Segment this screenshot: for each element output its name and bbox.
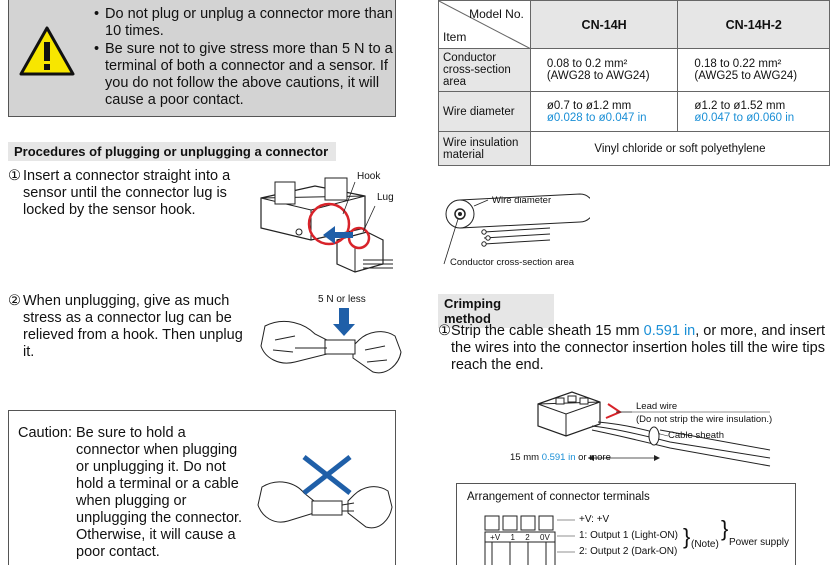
caution-label: Caution:	[18, 425, 73, 441]
length-suffix: or more	[575, 452, 611, 463]
crimp-step-1: ① Strip the cable sheath 15 mm 0.591 in,…	[438, 323, 828, 374]
value-cell: Vinyl chloride or soft polyethylene	[529, 131, 830, 166]
pin-label: 0V	[540, 533, 550, 542]
no-strip-note: (Do not strip the wire insulation.)	[636, 414, 773, 425]
pin-labels: +V 1 2 0V	[485, 533, 555, 542]
model-header: CN-14H-2	[677, 0, 830, 49]
caution-box: Caution: Be sure to hold a connector whe…	[8, 410, 396, 565]
terminal-row: 2: Output 2 (Dark-ON)	[579, 546, 678, 557]
wire-diameter-label: Wire diameter	[492, 195, 552, 206]
strip-length-label: 15 mm 0.591 in or more	[510, 452, 611, 463]
hook-label: Hook	[357, 171, 381, 182]
connector-terminal-drawing	[484, 515, 556, 565]
item-cell: Conductor cross-section area	[438, 48, 531, 92]
step-number: ①	[438, 323, 451, 339]
table-corner-cell: Model No. Item	[438, 0, 531, 49]
step-text: Insert a connector straight into a senso…	[23, 168, 231, 218]
step-number: ①	[8, 168, 21, 184]
model-header: CN-14H	[529, 0, 679, 49]
value-sub: (AWG28 to AWG24)	[546, 70, 650, 82]
length-mm: 15 mm	[510, 452, 542, 463]
item-cell: Wire diameter	[438, 91, 531, 132]
value-sub-inch: ø0.028 to ø0.047 in	[546, 111, 647, 124]
value-cell: ø1.2 to ø1.52 mm ø0.047 to ø0.060 in	[677, 91, 830, 132]
diagonal-divider	[439, 1, 531, 49]
caution-text: Be sure to hold a connector when pluggin…	[76, 425, 243, 560]
value-main: 0.18 to 0.22 mm²	[694, 58, 782, 70]
value-cell: ø0.7 to ø1.2 mm ø0.028 to ø0.047 in	[529, 91, 679, 132]
force-label: 5 N or less	[318, 294, 366, 305]
step-text-part: , or more, and insert the wires into the…	[451, 323, 825, 373]
value-cell: 0.18 to 0.22 mm² (AWG25 to AWG24)	[677, 48, 830, 92]
plug-step-1: ① Insert a connector straight into a sen…	[8, 168, 248, 219]
table-row: Wire diameter ø0.7 to ø1.2 mm ø0.028 to …	[438, 91, 830, 132]
power-supply-label: Power supply	[729, 537, 790, 548]
terminal-row: 1: Output 1 (Light-ON)	[579, 530, 678, 541]
unplug-hands-illustration	[260, 308, 402, 374]
crimping-illustration	[537, 391, 771, 467]
lug-label: Lug	[377, 192, 394, 203]
bracket: }	[683, 524, 691, 549]
corner-model-label: Model No.	[469, 7, 524, 21]
spec-table: Model No. Item CN-14H CN-14H-2 Conductor…	[438, 0, 830, 166]
terminal-row: +V: +V	[579, 514, 610, 525]
corner-item-label: Item	[443, 30, 467, 44]
length-inch: 0.591 in	[541, 452, 576, 463]
terminal-arrangement-box: Arrangement of connector terminals +V 1 …	[456, 483, 796, 565]
value-sub-inch: ø0.047 to ø0.060 in	[694, 111, 795, 124]
warning-list: Do not plug or unplug a connector more t…	[94, 6, 404, 110]
arrangement-title: Arrangement of connector terminals	[467, 491, 650, 503]
warning-triangle-icon	[19, 26, 75, 76]
item-cell: Wire insulation material	[438, 131, 531, 166]
value-sub: (AWG25 to AWG24)	[694, 70, 798, 82]
value-main: ø1.2 to ø1.52 mm	[694, 99, 786, 112]
unplug-step-2: ② When unplugging, give as much stress a…	[8, 293, 248, 361]
note-label: (Note)	[691, 539, 719, 550]
value-main: ø0.7 to ø1.2 mm	[546, 99, 632, 112]
lead-wire-label: Lead wire	[636, 401, 678, 412]
step-text: Strip the cable sheath 15 mm 0.591 in, o…	[438, 323, 828, 374]
step-number: ②	[8, 293, 21, 309]
step-text-part: Strip the cable sheath 15 mm	[451, 323, 644, 339]
step-inch-value: 0.591 in	[643, 323, 696, 339]
crimping-heading: Crimping method	[438, 294, 554, 328]
cable-sheath-label: Cable sheath	[668, 430, 724, 441]
wrong-handling-illustration	[257, 455, 393, 529]
cross-section-label: Conductor cross-section area	[450, 257, 575, 268]
table-row: Wire insulation material Vinyl chloride …	[438, 131, 830, 166]
pin-label: 1	[510, 533, 515, 542]
procedures-heading: Procedures of plugging or unplugging a c…	[8, 142, 336, 161]
cable-cross-section-diagram	[443, 193, 590, 265]
pin-label: 2	[525, 533, 530, 542]
value-main: 0.08 to 0.2 mm²	[546, 58, 628, 70]
value-cell: 0.08 to 0.2 mm² (AWG28 to AWG24)	[529, 48, 679, 92]
step-text: When unplugging, give as much stress as …	[23, 293, 243, 360]
warning-box: Do not plug or unplug a connector more t…	[8, 0, 396, 117]
bracket: }	[721, 516, 729, 541]
warning-item: Do not plug or unplug a connector more t…	[94, 6, 404, 40]
table-row: Conductor cross-section area 0.08 to 0.2…	[438, 48, 830, 92]
warning-item: Be sure not to give stress more than 5 N…	[94, 41, 404, 109]
pin-label: +V	[490, 533, 501, 542]
connector-insert-illustration	[260, 177, 393, 273]
pin-leader-lines	[557, 519, 575, 553]
